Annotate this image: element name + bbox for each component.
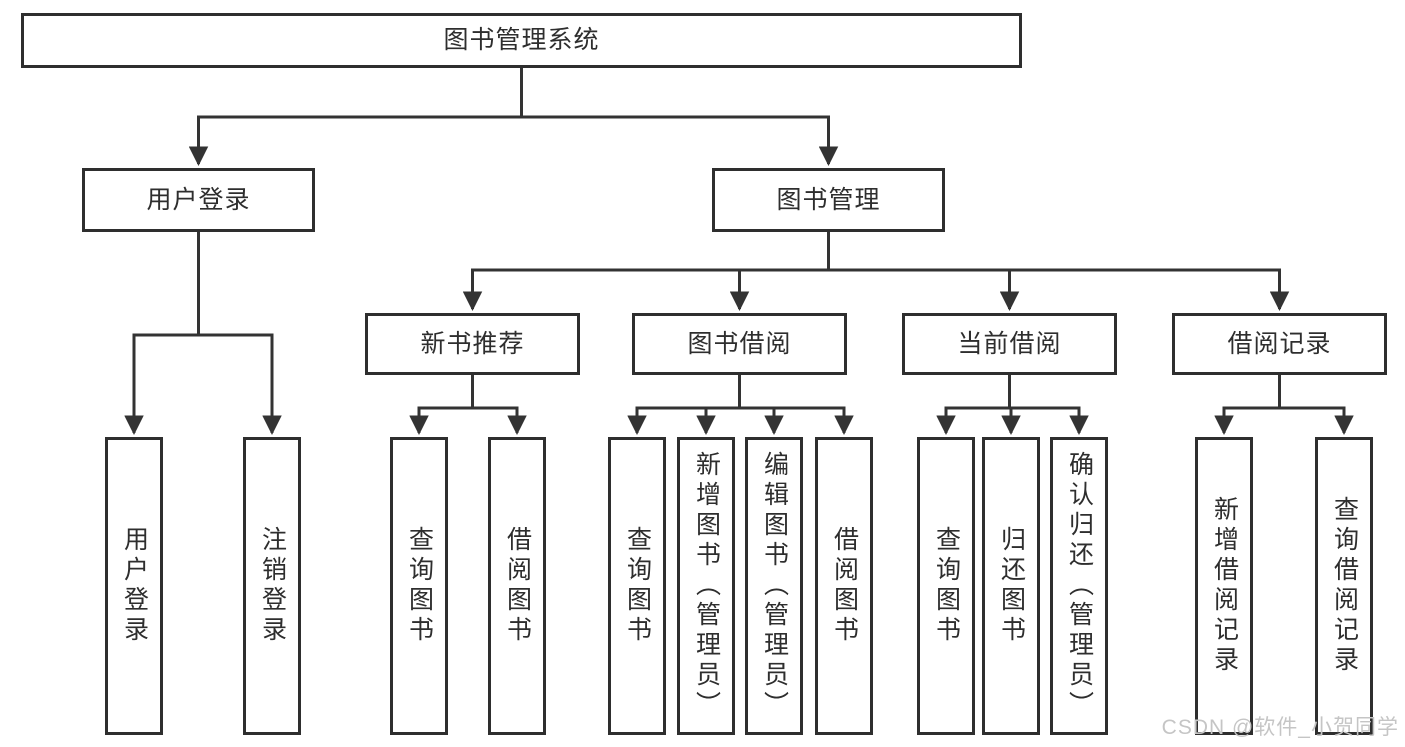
node-user-login-module: 用户登录 xyxy=(82,168,315,232)
node-label: 图书管理 xyxy=(776,185,881,214)
node-label: 借阅记录 xyxy=(1227,329,1332,358)
node-label: 用户登录 xyxy=(146,185,251,214)
leaf-edit-books-admin: 编辑图书（管理员） xyxy=(745,437,803,735)
node-book-borrowing: 图书借阅 xyxy=(632,313,847,375)
connector-root-to-level2 xyxy=(188,68,839,166)
leaf-return-books: 归还图书 xyxy=(982,437,1040,735)
leaf-user-login: 用户登录 xyxy=(105,437,163,735)
node-label: 查询图书 xyxy=(932,526,961,646)
node-label: 借阅图书 xyxy=(830,526,859,646)
node-label: 图书借阅 xyxy=(687,329,792,358)
node-label: 新书推荐 xyxy=(420,329,525,358)
leaf-query-books-borrowing: 查询图书 xyxy=(608,437,666,735)
connector-book-borrow-to-leaves xyxy=(627,375,854,435)
csdn-watermark: CSDN @软件_小贺同学 xyxy=(1161,716,1399,739)
node-label: 编辑图书（管理员） xyxy=(760,451,789,721)
leaf-query-books-newbook: 查询图书 xyxy=(390,437,448,735)
node-label: 注销登录 xyxy=(258,526,287,646)
connector-borrow-record-to-leaves xyxy=(1214,375,1354,435)
leaf-logout: 注销登录 xyxy=(243,437,301,735)
node-label: 查询图书 xyxy=(623,526,652,646)
connector-book-management-to-level3 xyxy=(462,232,1290,311)
node-label: 归还图书 xyxy=(997,526,1026,646)
node-book-management-system: 图书管理系统 xyxy=(21,13,1022,68)
node-label: 查询图书 xyxy=(405,526,434,646)
leaf-borrow-books-newbook: 借阅图书 xyxy=(488,437,546,735)
node-label: 查询借阅记录 xyxy=(1330,496,1359,676)
leaf-add-borrow-record: 新增借阅记录 xyxy=(1195,437,1253,735)
node-borrowing-records: 借阅记录 xyxy=(1172,313,1387,375)
node-new-book-recommend: 新书推荐 xyxy=(365,313,580,375)
connector-current-borrow-to-leaves xyxy=(936,375,1089,435)
leaf-query-borrow-record: 查询借阅记录 xyxy=(1315,437,1373,735)
node-label: 确认归还（管理员） xyxy=(1065,451,1094,721)
connector-new-book-to-leaves xyxy=(409,375,527,435)
leaf-query-books-current: 查询图书 xyxy=(917,437,975,735)
node-current-borrowing: 当前借阅 xyxy=(902,313,1117,375)
node-book-management-module: 图书管理 xyxy=(712,168,945,232)
leaf-confirm-return-admin: 确认归还（管理员） xyxy=(1050,437,1108,735)
node-label: 新增借阅记录 xyxy=(1210,496,1239,676)
node-label: 图书管理系统 xyxy=(443,26,600,54)
node-label: 新增图书（管理员） xyxy=(692,451,721,721)
node-label: 借阅图书 xyxy=(503,526,532,646)
node-label: 当前借阅 xyxy=(957,329,1062,358)
connector-user-login-to-leaves xyxy=(124,232,282,435)
leaf-add-books-admin: 新增图书（管理员） xyxy=(677,437,735,735)
leaf-borrow-books-borrowing: 借阅图书 xyxy=(815,437,873,735)
node-label: 用户登录 xyxy=(120,526,149,646)
